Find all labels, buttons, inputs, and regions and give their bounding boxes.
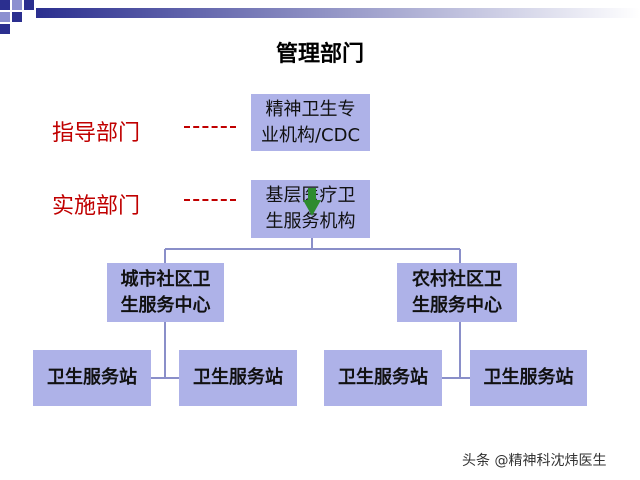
corner-decoration	[0, 0, 640, 34]
box-text-line: 生服务中心	[120, 294, 211, 316]
dash-connector-implement	[184, 199, 236, 201]
box-text-line: 生服务机构	[265, 211, 356, 232]
box-health-station-4: 卫生服务站	[470, 350, 587, 406]
box-text-line: 农村社区卫	[412, 268, 502, 290]
box-urban-community-center: 城市社区卫 生服务中心	[107, 263, 224, 322]
box-text-line: 生服务中心	[412, 294, 502, 316]
dash-connector-guide	[184, 126, 236, 128]
box-text-line: 业机构/CDC	[260, 124, 361, 146]
box-text-line: 精神卫生专	[265, 98, 356, 120]
box-health-station-1: 卫生服务站	[33, 350, 151, 406]
box-health-station-3: 卫生服务站	[324, 350, 442, 406]
down-arrow-icon	[303, 188, 321, 216]
diagram-title: 管理部门	[275, 42, 364, 67]
label-implement-dept: 实施部门	[52, 194, 141, 219]
box-health-station-2: 卫生服务站	[179, 350, 297, 406]
box-rural-community-center: 农村社区卫 生服务中心	[397, 263, 517, 322]
label-guide-dept: 指导部门	[52, 121, 141, 146]
watermark: 头条 @精神科沈炜医生	[462, 453, 607, 469]
box-mental-health-cdc: 精神卫生专 业机构/CDC	[251, 94, 370, 151]
box-text-line: 城市社区卫	[120, 268, 211, 290]
